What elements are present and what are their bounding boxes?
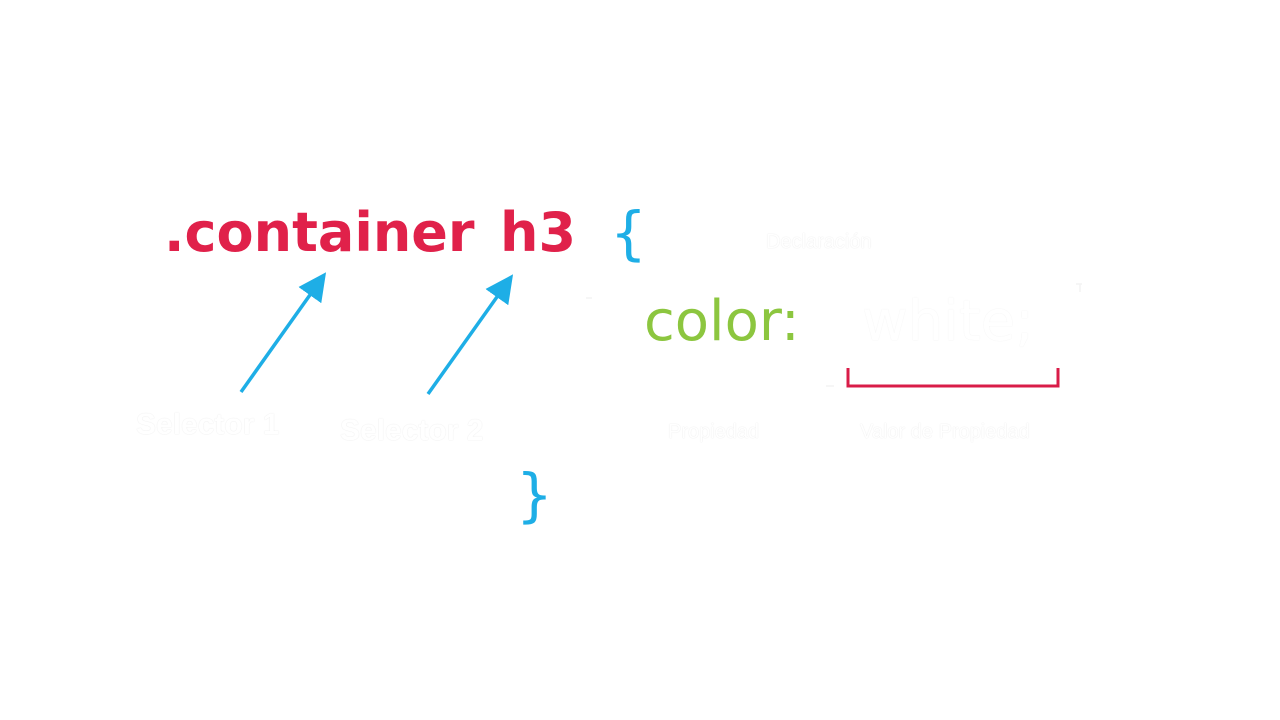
value-text: white; xyxy=(862,289,1035,354)
property-text: color: xyxy=(644,289,800,354)
selector-1-arrow xyxy=(239,272,327,394)
value-bracket xyxy=(846,368,1060,388)
open-brace: { xyxy=(610,199,647,267)
selector-1-label: Selector 1 xyxy=(136,408,280,441)
property-label: Propiedad xyxy=(668,421,760,443)
property-value-label: Valor de Propiedad xyxy=(860,421,1030,443)
selector-1-text: .container xyxy=(164,201,475,264)
declaration-label: Declaración xyxy=(766,231,872,253)
selector-2-label: Selector 2 xyxy=(340,414,484,447)
selector-2-arrow xyxy=(426,274,514,396)
selector-2-text: h3 xyxy=(500,201,577,264)
close-brace: } xyxy=(516,461,553,529)
